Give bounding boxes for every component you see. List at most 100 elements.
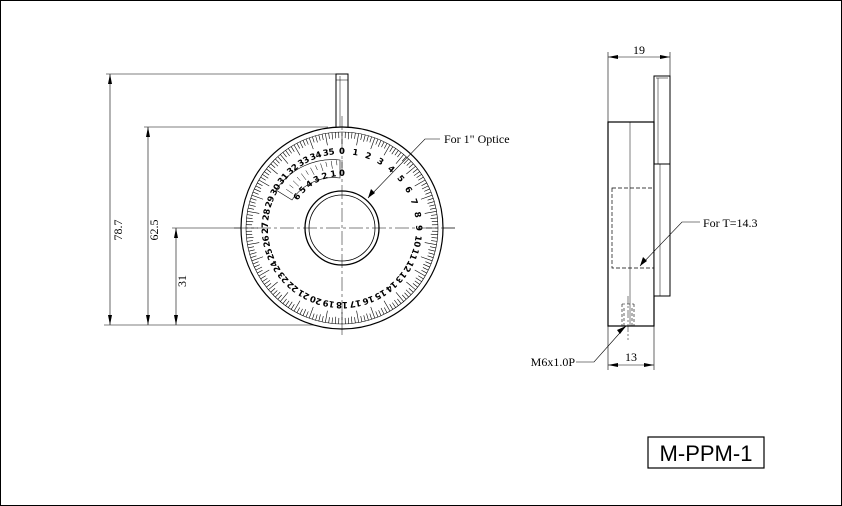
scale-tick xyxy=(293,300,301,312)
scale-label: 1 xyxy=(351,148,359,159)
scale-tick xyxy=(321,315,324,322)
scale-tick xyxy=(404,292,409,298)
scale-tick xyxy=(394,150,399,156)
scale-tick xyxy=(422,267,429,271)
side-view: 19 For T=14.3 xyxy=(531,43,758,370)
scale-tick xyxy=(360,315,363,322)
scale-tick xyxy=(248,204,256,207)
scale-tick xyxy=(403,158,409,165)
scale-tick xyxy=(427,198,434,201)
scale-tick xyxy=(356,133,359,146)
scale-tick xyxy=(412,168,418,173)
scale-ticks xyxy=(246,132,438,324)
scale-tick xyxy=(363,315,366,322)
scale-tick xyxy=(266,168,272,173)
scale-tick xyxy=(401,294,407,300)
scale-tick xyxy=(406,281,416,290)
scale-tick xyxy=(421,269,427,274)
scale-tick xyxy=(248,207,255,210)
scale-tick xyxy=(262,278,268,282)
scale-tick xyxy=(414,269,426,277)
scale-tick xyxy=(429,204,436,207)
scale-tick xyxy=(421,182,427,187)
scale-tick xyxy=(252,191,259,195)
scale-tick xyxy=(351,132,353,139)
scale-tick xyxy=(246,237,254,239)
side-body xyxy=(607,121,655,327)
scale-tick xyxy=(251,194,264,200)
scale-tick xyxy=(425,191,432,195)
scale-tick xyxy=(246,217,253,219)
vernier-tick xyxy=(296,176,301,181)
vernier-label: 5 xyxy=(298,185,309,196)
scale-tick xyxy=(418,176,424,181)
scale-tick xyxy=(321,134,324,141)
scale-tick xyxy=(251,256,264,262)
scale-tick xyxy=(424,211,437,214)
side-post xyxy=(653,75,671,165)
scale-tick xyxy=(414,179,426,187)
scale-tick xyxy=(255,185,262,189)
scale-tick xyxy=(328,317,330,324)
scale-label: 5 xyxy=(394,174,406,185)
scale-tick xyxy=(302,309,307,316)
scale-tick xyxy=(299,141,304,149)
scale-label: 19 xyxy=(322,297,335,309)
optic-callout: For 1" Optice xyxy=(367,132,510,199)
scale-tick xyxy=(315,135,318,143)
scale-tick xyxy=(268,281,278,290)
scale-tick xyxy=(280,292,289,302)
scale-tick xyxy=(421,185,429,190)
scale-tick xyxy=(389,304,394,310)
vernier-ticks xyxy=(286,160,343,194)
optic-callout-text: For 1" Optice xyxy=(444,132,510,146)
scale-tick xyxy=(429,207,436,210)
scale-tick xyxy=(305,311,309,318)
vernier-tick xyxy=(315,165,318,171)
scale-tick xyxy=(354,132,356,139)
scale-tick xyxy=(282,152,287,158)
scale-tick xyxy=(270,287,276,293)
vernier-label: 2 xyxy=(321,171,330,182)
vernier-tick xyxy=(330,160,333,169)
scale-tick xyxy=(302,140,306,146)
scale-tick xyxy=(250,198,257,201)
vernier-label: 4 xyxy=(304,179,315,191)
scale-tick xyxy=(328,132,330,139)
scale-tick xyxy=(366,135,369,142)
scale-tick xyxy=(272,161,279,167)
scale-tick xyxy=(405,289,412,295)
dimension-dial-top: 62.5 xyxy=(147,220,161,241)
scale-label: 35 xyxy=(322,147,335,159)
scale-label: 6 xyxy=(402,185,414,195)
scale-tick xyxy=(318,134,321,141)
scale-label: 28 xyxy=(261,208,273,221)
scale-tick xyxy=(260,176,266,181)
scale-tick xyxy=(378,310,382,316)
scale-tick xyxy=(415,277,422,282)
scale-tick xyxy=(401,156,407,162)
model-number: M-PPM-1 xyxy=(660,441,753,466)
scale-tick xyxy=(285,150,290,157)
scale-tick xyxy=(431,237,438,239)
scale-tick xyxy=(312,313,315,320)
scale-tick xyxy=(394,299,399,306)
scale-tick xyxy=(375,138,379,145)
scale-tick xyxy=(262,174,269,179)
scale-tick xyxy=(356,310,359,323)
vernier-tick xyxy=(289,184,294,189)
scale-tick xyxy=(260,275,266,280)
dimension-slot-depth: 13 xyxy=(625,350,637,364)
vernier-tick xyxy=(301,173,307,181)
scale-tick xyxy=(288,301,293,308)
front-center-lines xyxy=(234,116,455,335)
scale-tick xyxy=(296,143,301,149)
scale-tick xyxy=(246,214,253,216)
scale-tick xyxy=(383,143,388,149)
vernier-label: 3 xyxy=(312,174,322,186)
scale-tick xyxy=(428,249,436,252)
scale-label: 25 xyxy=(264,247,277,262)
vernier-label: 1 xyxy=(330,169,338,180)
scale-tick xyxy=(414,280,420,285)
scale-tick xyxy=(395,292,404,302)
